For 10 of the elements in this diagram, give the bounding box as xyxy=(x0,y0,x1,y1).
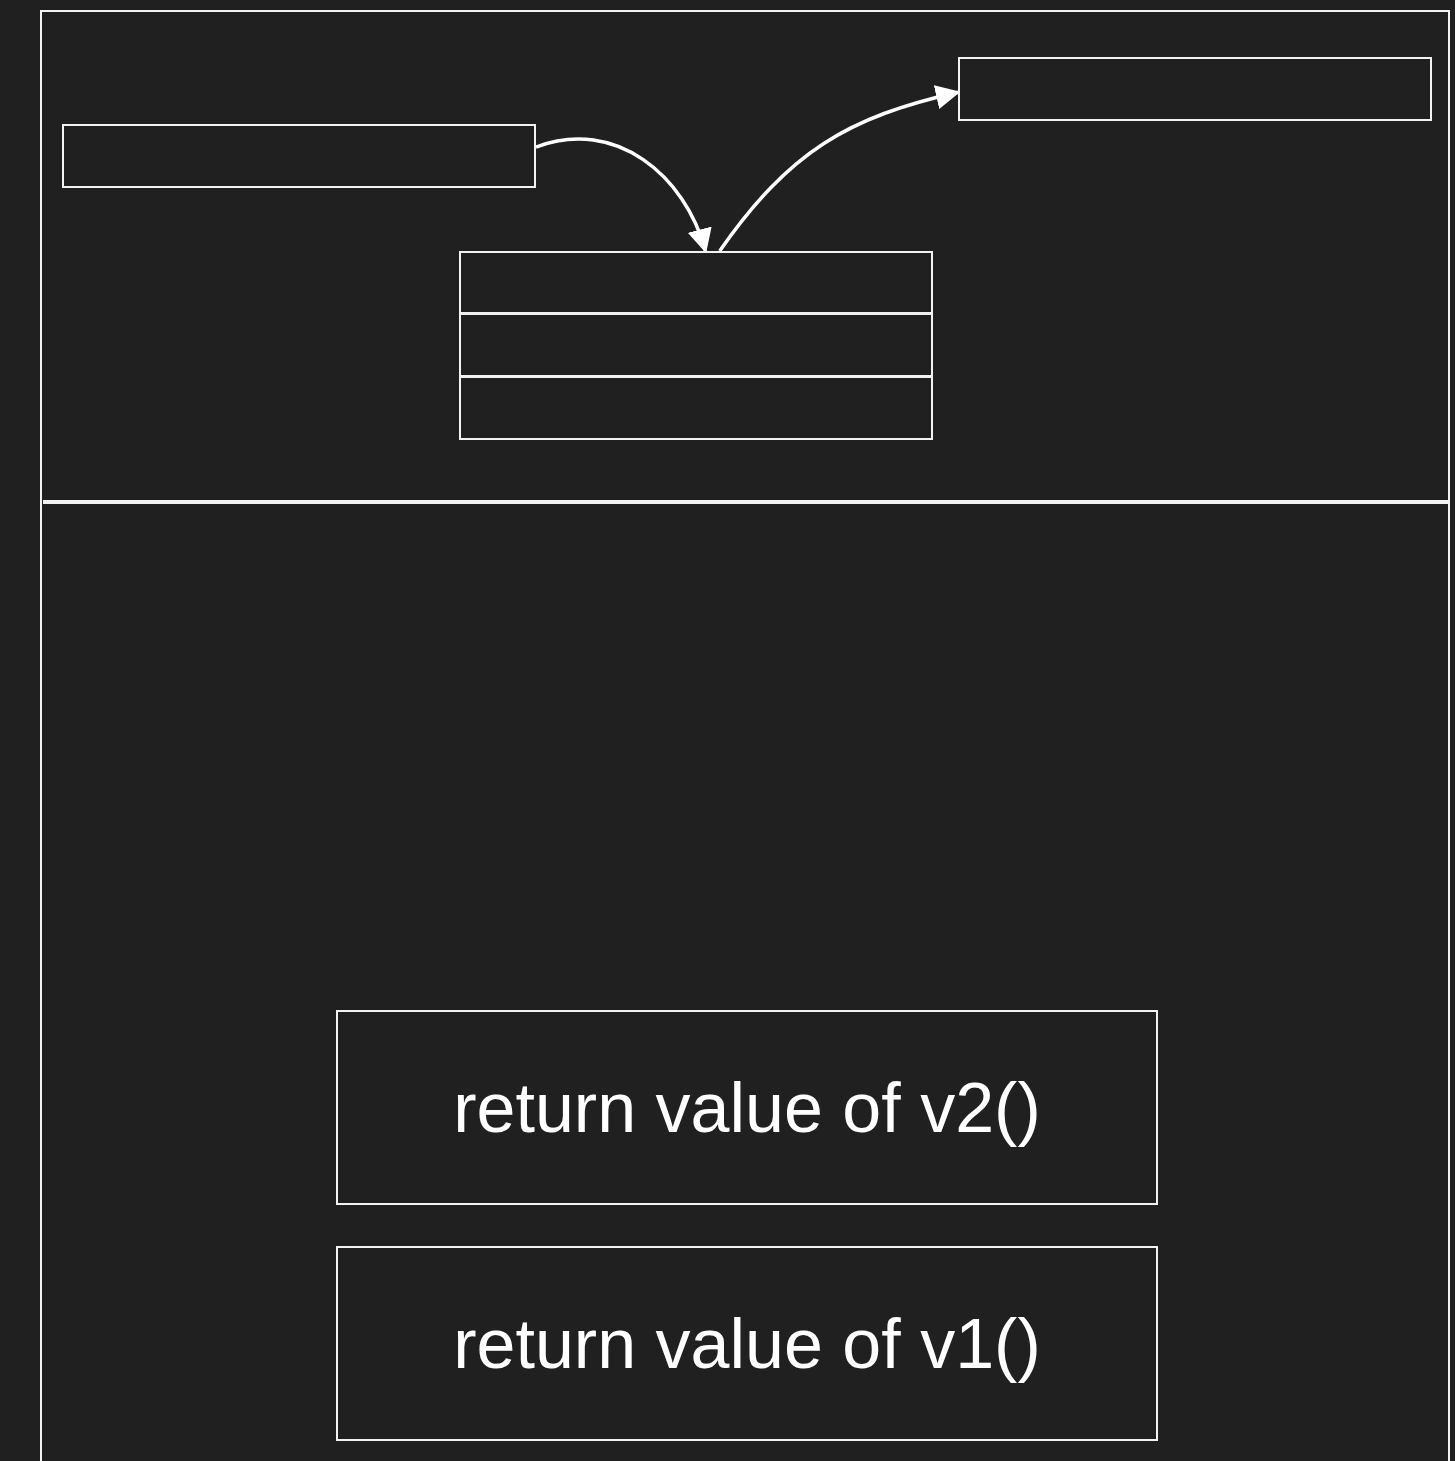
curved-arrow xyxy=(535,137,711,254)
box-label: return value of v1() xyxy=(453,1303,1041,1384)
value-box xyxy=(336,1010,1158,1205)
box-label: return value of v2() xyxy=(453,1067,1041,1148)
empty-box xyxy=(62,124,536,188)
empty-box xyxy=(459,313,933,377)
empty-box xyxy=(459,376,933,440)
empty-box xyxy=(459,251,933,314)
empty-box xyxy=(958,57,1432,121)
value-box xyxy=(336,1246,1158,1441)
